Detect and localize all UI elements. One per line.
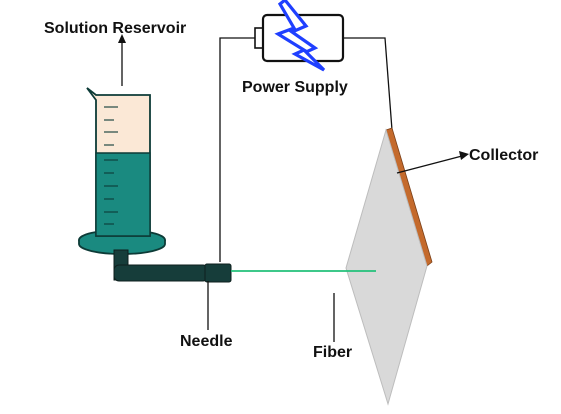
collector-label: Collector xyxy=(469,147,539,164)
collector-plate xyxy=(345,127,433,406)
collector-pointer-arrow xyxy=(396,151,469,174)
power-wires xyxy=(219,37,393,262)
battery-lightning-icon xyxy=(254,0,345,72)
needle-body xyxy=(113,264,209,282)
collector-face xyxy=(345,128,428,406)
wire-left xyxy=(219,37,258,262)
needle-label: Needle xyxy=(180,333,233,350)
solution-liquid xyxy=(95,152,151,237)
fiber-label: Fiber xyxy=(313,344,353,361)
solution-reservoir-label: Solution Reservoir xyxy=(44,20,187,37)
reservoir-pointer-arrow xyxy=(118,34,126,86)
graduation-marks xyxy=(104,106,118,225)
power-supply-label: Power Supply xyxy=(242,79,348,96)
solution-reservoir xyxy=(86,87,151,237)
needle-tip xyxy=(204,263,232,283)
needle-assembly xyxy=(113,249,232,283)
wire-right xyxy=(343,37,393,131)
lightning-bolt-icon xyxy=(274,0,326,72)
